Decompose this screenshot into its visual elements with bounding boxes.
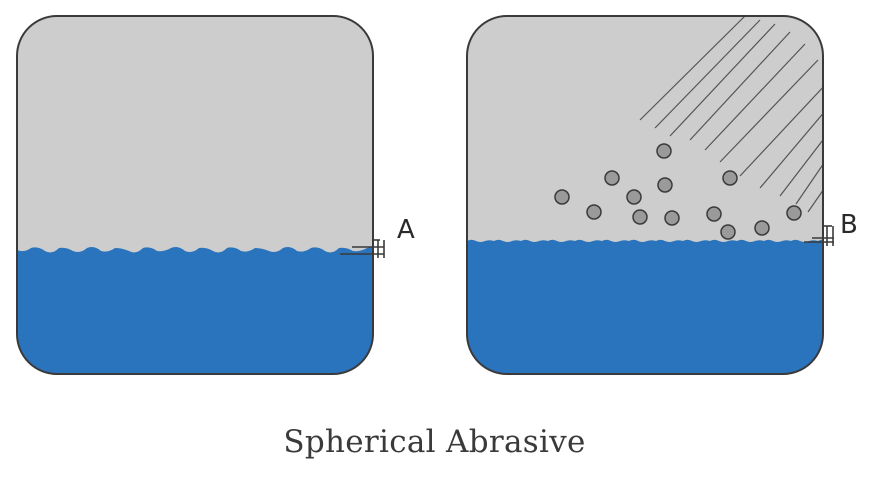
trail-line: [759, 109, 823, 189]
abrasive-particles: [554, 143, 802, 240]
abrasive-particle: [626, 189, 642, 205]
abrasive-particle: [786, 205, 802, 221]
trail-line: [779, 135, 823, 197]
trail-line: [639, 16, 746, 121]
abrasive-particle: [754, 220, 770, 236]
abrasive-particle: [656, 143, 672, 159]
panel-b-outline: [466, 15, 824, 375]
trail-line: [704, 43, 806, 151]
abrasive-particle: [722, 170, 738, 186]
trail-line: [654, 19, 761, 129]
abrasive-particle: [554, 189, 570, 205]
abrasive-particle: [586, 204, 602, 220]
abrasive-particle: [604, 170, 620, 186]
trail-line: [689, 31, 791, 141]
diagram-caption: Spherical Abrasive: [283, 424, 586, 460]
trail-line: [795, 159, 823, 205]
abrasive-particle: [706, 206, 722, 222]
abrasive-particle: [657, 177, 673, 193]
abrasive-trails: [639, 16, 823, 213]
trail-line: [719, 59, 819, 163]
trail-line: [739, 83, 823, 177]
abrasive-particle: [720, 224, 736, 240]
panel-b: B: [466, 15, 858, 375]
trail-line: [807, 185, 823, 213]
panel-b-label: B: [840, 210, 858, 240]
panel-b-smooth-surface: [467, 239, 823, 374]
panel-b-roughness-marker: [804, 225, 834, 246]
panel-a-rough-surface: [17, 247, 373, 374]
panel-a-roughness-marker: [340, 239, 385, 258]
panel-a-outline: [16, 15, 374, 375]
panel-a-label: A: [397, 215, 415, 245]
abrasive-particle: [632, 209, 648, 225]
abrasive-particle: [664, 210, 680, 226]
trail-line: [669, 23, 776, 137]
panel-a: A: [16, 15, 415, 375]
